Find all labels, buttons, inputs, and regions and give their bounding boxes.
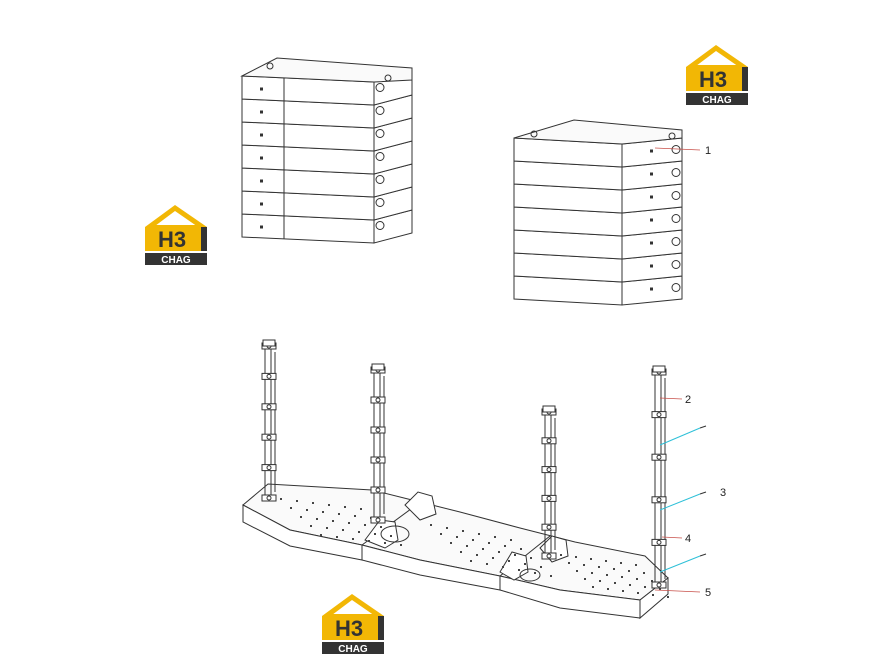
callout-label-4: 4 [685,533,691,545]
rigging-pole-3 [541,405,557,560]
speaker-cabinet [513,206,683,237]
speaker-cabinet [241,163,413,198]
pin-leaders [659,425,707,573]
speaker-cabinet [513,160,683,191]
logo-sub-text: CHAG [702,95,732,106]
speaker-stack-right [513,119,683,306]
speaker-cabinet [513,137,683,168]
logo-sub-text: CHAG [161,255,191,266]
speaker-top-panel [513,119,683,145]
speaker-cabinet [241,117,413,152]
callout-1: 1 [654,145,711,157]
callout-label-1: 1 [705,145,711,157]
rigging-pole-4 [651,365,667,589]
callout-5: 5 [654,587,711,599]
speaker-cabinet [513,183,683,214]
logo-sub-text: CHAG [338,644,368,655]
rigging-pole-2 [370,363,386,524]
callout-label-2: 2 [685,394,691,406]
speaker-cabinet [241,140,413,175]
speaker-cabinet [241,209,413,244]
callout-4: 4 [661,533,691,545]
speaker-stack-left [240,57,413,244]
callout-2: 2 [659,394,691,406]
speaker-cabinet [241,94,413,129]
speaker-top-panel [240,57,413,83]
callout-3: 3 [720,487,726,499]
rigging-base-frame [242,483,669,620]
callout-label-3: 3 [720,487,726,499]
speaker-cabinet [513,275,683,306]
logo-main-text: H3 [158,227,186,252]
callout-label-5: 5 [705,587,711,599]
logo-main-text: H3 [335,616,363,641]
mounting-holes [280,498,669,598]
speaker-cabinet [513,252,683,283]
logo-main-text: H3 [699,67,727,92]
rigging-pole-1 [261,339,277,502]
